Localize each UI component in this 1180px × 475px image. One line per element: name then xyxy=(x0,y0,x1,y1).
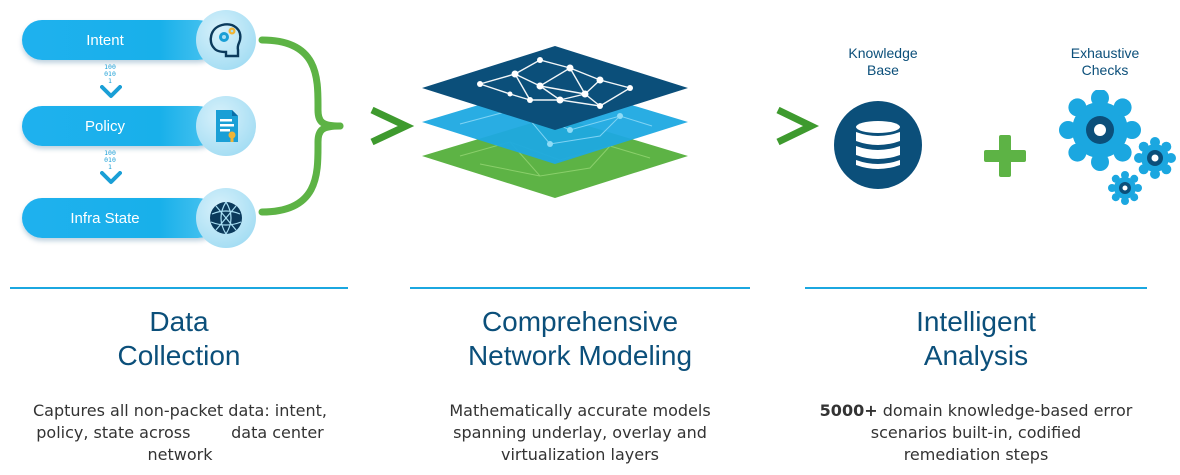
binary-digits-2: 100 010 1 xyxy=(104,149,116,171)
intelligent-analysis-divider xyxy=(805,287,1147,289)
brain-gear-icon xyxy=(196,10,256,70)
intelligent-analysis-heading: Intelligent Analysis xyxy=(916,306,1036,371)
arrow-head-1 xyxy=(370,106,415,146)
policy-document-icon xyxy=(196,96,256,156)
intent-label: Intent xyxy=(86,31,124,49)
intelligent-analysis-description: 5000+ domain knowledge-based error scena… xyxy=(819,401,1133,464)
globe-network-icon xyxy=(196,188,256,248)
merge-arrow xyxy=(258,36,394,216)
database-icon xyxy=(834,101,922,189)
plus-icon xyxy=(984,135,1026,177)
policy-pill: Policy xyxy=(22,106,218,146)
error-scenario-count: 5000+ xyxy=(819,401,878,420)
chevron-down-icon xyxy=(100,85,122,98)
network-modeling-description: Mathematically accurate models spanning … xyxy=(449,401,711,464)
data-collection-heading: Data Collection xyxy=(117,306,241,371)
chevron-down-icon xyxy=(100,171,122,184)
network-modeling-heading: Comprehensive Network Modeling xyxy=(467,306,693,371)
binary-digits-1: 100 010 1 xyxy=(104,63,116,85)
policy-label: Policy xyxy=(84,117,125,135)
network-model-layers xyxy=(422,46,688,198)
infra-state-pill: Infra State xyxy=(22,198,218,238)
gears-icon xyxy=(1059,90,1176,205)
intent-pill: Intent xyxy=(22,20,218,60)
data-collection-divider xyxy=(10,287,348,289)
data-collection-description: Captures all non-packet data: intent, po… xyxy=(32,401,328,464)
infra-state-label: Infra State xyxy=(70,209,140,227)
network-modeling-divider xyxy=(410,287,750,289)
model-to-analysis-arrow xyxy=(708,106,820,146)
